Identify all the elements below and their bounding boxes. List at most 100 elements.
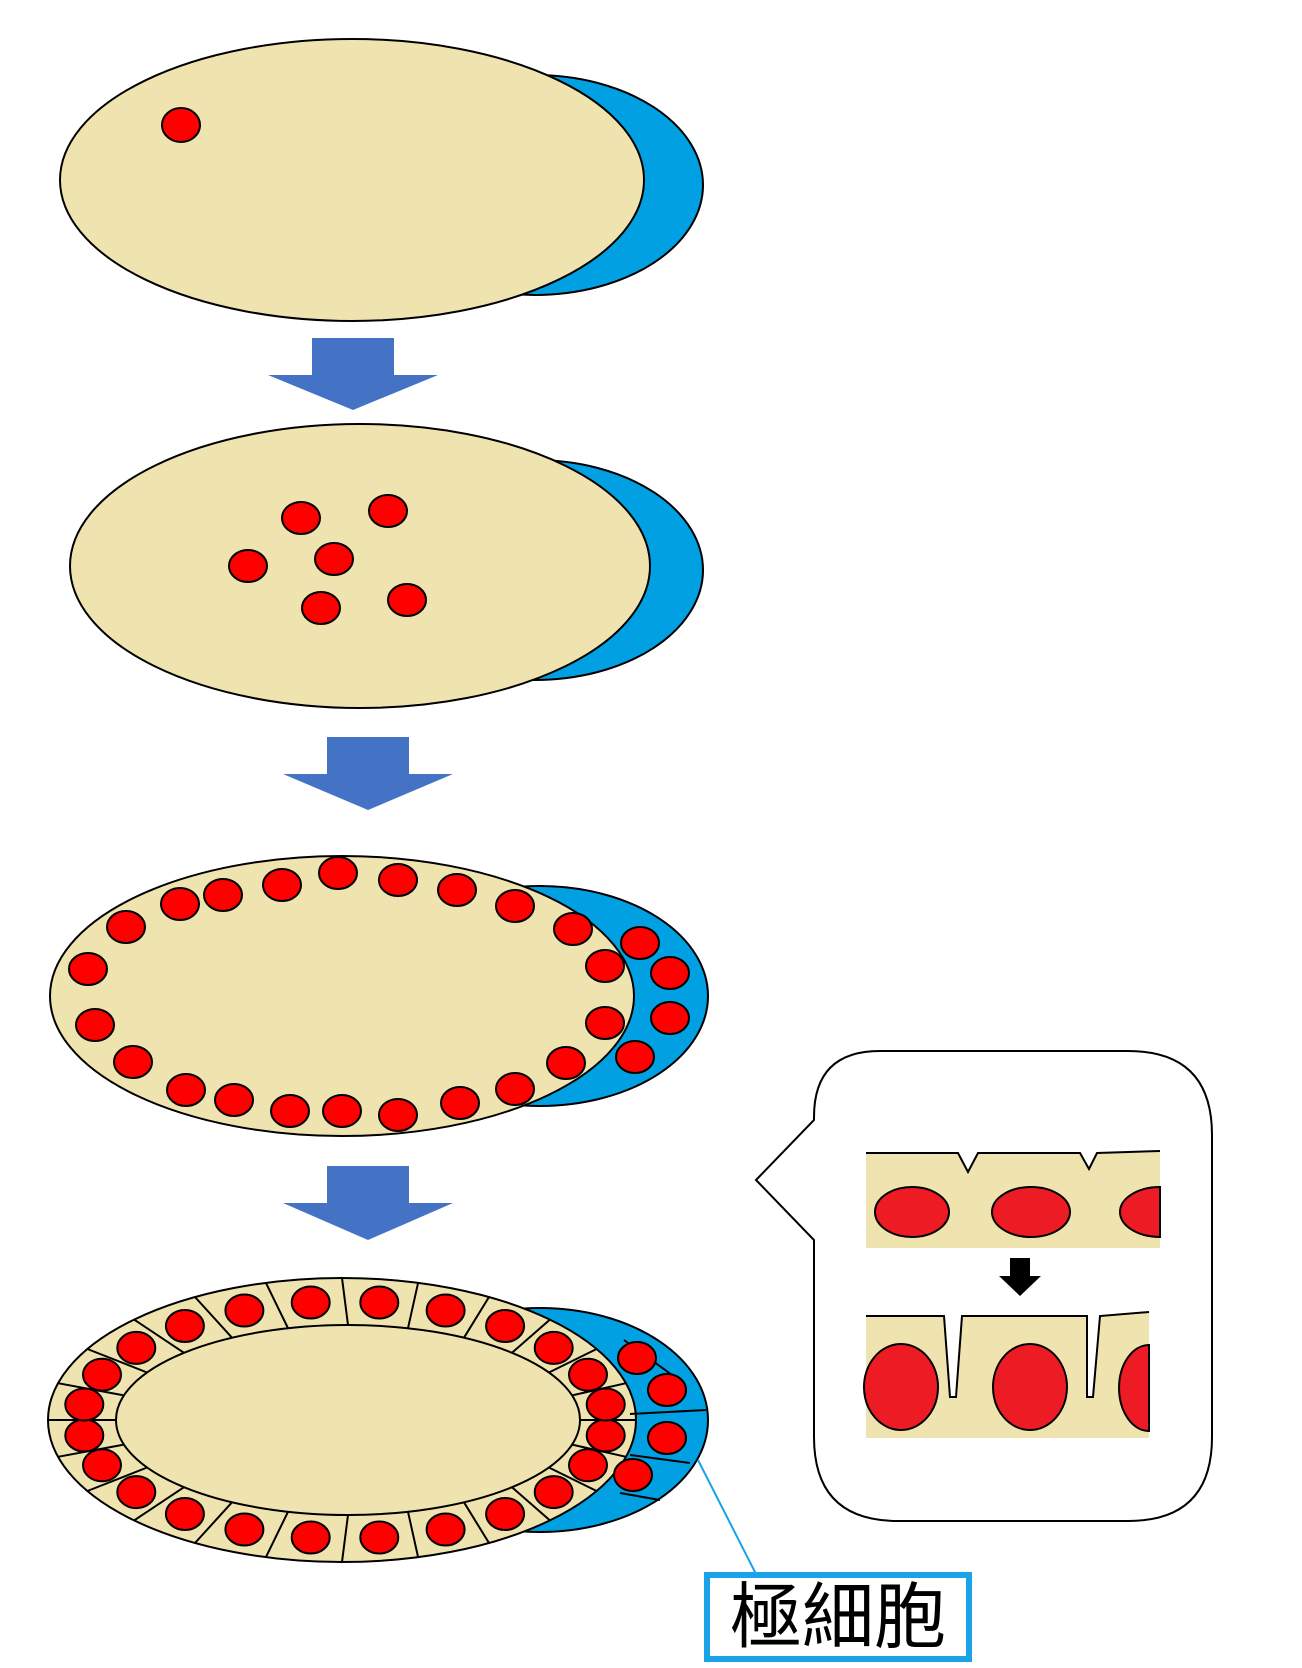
pole-cell-nucleus [647,1421,687,1455]
nucleus [314,542,354,576]
cell-membrane [407,1282,420,1329]
cell-membrane [341,1514,349,1563]
nucleus [585,1387,626,1422]
cell-membrane [407,1511,420,1558]
nucleus [116,1475,157,1510]
nucleus [281,501,321,535]
nucleus [166,1073,206,1107]
stage-3-egg [49,855,709,1137]
nucleus [585,949,625,983]
pole-cell-nucleus [647,1373,687,1407]
cell-membrane [87,1348,148,1374]
nucleus [495,889,535,923]
nucleus [992,1343,1068,1431]
nucleus [1119,1185,1161,1239]
nucleus [318,856,358,890]
nucleus [161,107,201,143]
nucleus [485,1309,526,1343]
nucleus [568,1357,608,1392]
down-arrow-icon [999,1258,1041,1296]
nucleus [585,1006,625,1040]
cell-membrane [133,1486,185,1522]
cell-membrane [265,1511,289,1558]
cell-membrane [511,1318,551,1354]
egg-body [69,423,651,709]
cell-membrane [511,1486,551,1522]
stage-4-egg [47,1277,709,1563]
down-arrow-icon [283,737,453,810]
nucleus [359,1520,400,1555]
nucleus [68,952,108,986]
nucleus [378,863,418,897]
magnified-inset [754,1050,1213,1522]
cell-membrane [194,1296,233,1339]
nucleus [203,878,243,912]
nucleus [64,1387,105,1422]
down-arrow-icon [268,338,438,410]
cell-nuclei [64,1285,687,1555]
cell-membrane [548,1466,598,1492]
nucleus [64,1418,105,1453]
stage-2-egg [69,423,704,709]
nucleus [368,494,408,528]
nucleus [164,1309,205,1343]
nucleus [485,1497,526,1531]
pole-cell-nucleus [613,1458,653,1492]
nucleus [113,1045,153,1079]
cell-membrane [463,1296,490,1339]
cell-membrane [341,1277,349,1326]
nucleus [224,1512,265,1547]
callout-bubble [754,1050,1213,1522]
nucleus [585,1418,626,1453]
cell-membrane [548,1348,598,1374]
nucleus [106,910,146,944]
pole-cell-nucleus [650,956,690,990]
nucleus [378,1098,418,1132]
nucleus [533,1330,574,1365]
nucleus [224,1293,265,1328]
nucleus [533,1475,574,1510]
nucleus [553,912,593,946]
nucleus [82,1357,122,1392]
cell-membrane [619,1492,661,1501]
cell-membrane [133,1318,185,1354]
nucleus [160,887,200,921]
nucleus [116,1330,157,1365]
pole-cell-nucleus [615,1040,655,1074]
nucleus [75,1008,115,1042]
pole-cell-label-text: 極細胞 [729,1575,946,1659]
pole-cell-nucleus [617,1341,657,1375]
down-arrow-icon [283,1166,453,1240]
nucleus [270,1094,310,1128]
nucleus [228,549,268,583]
nucleus [495,1072,535,1106]
nucleus [387,583,427,617]
nucleus [164,1497,205,1531]
nucleus [82,1448,122,1483]
cell-membrane [87,1466,148,1492]
cell-membrane [629,1409,707,1415]
yolk-interior [115,1324,581,1516]
nucleus [290,1520,331,1555]
nucleus [262,868,302,902]
pole-cell-nucleus [650,1001,690,1035]
nucleus [290,1285,331,1320]
nucleus [991,1186,1071,1238]
nucleus [1118,1343,1150,1433]
stage-1-egg [59,38,704,322]
label-leader-line [697,1459,757,1575]
cell-membrane [194,1501,233,1544]
pole-cell-nucleus [620,926,660,960]
nucleus [425,1512,466,1547]
nucleus [425,1293,466,1328]
egg-body [49,855,635,1137]
egg-body [59,38,645,322]
nucleus [437,873,477,907]
cell-membrane [463,1501,490,1544]
nucleus [359,1285,400,1320]
nucleus [322,1094,362,1128]
nucleus [214,1083,254,1117]
nucleus [546,1046,586,1080]
pole-cell-label: 極細胞 [704,1572,972,1662]
